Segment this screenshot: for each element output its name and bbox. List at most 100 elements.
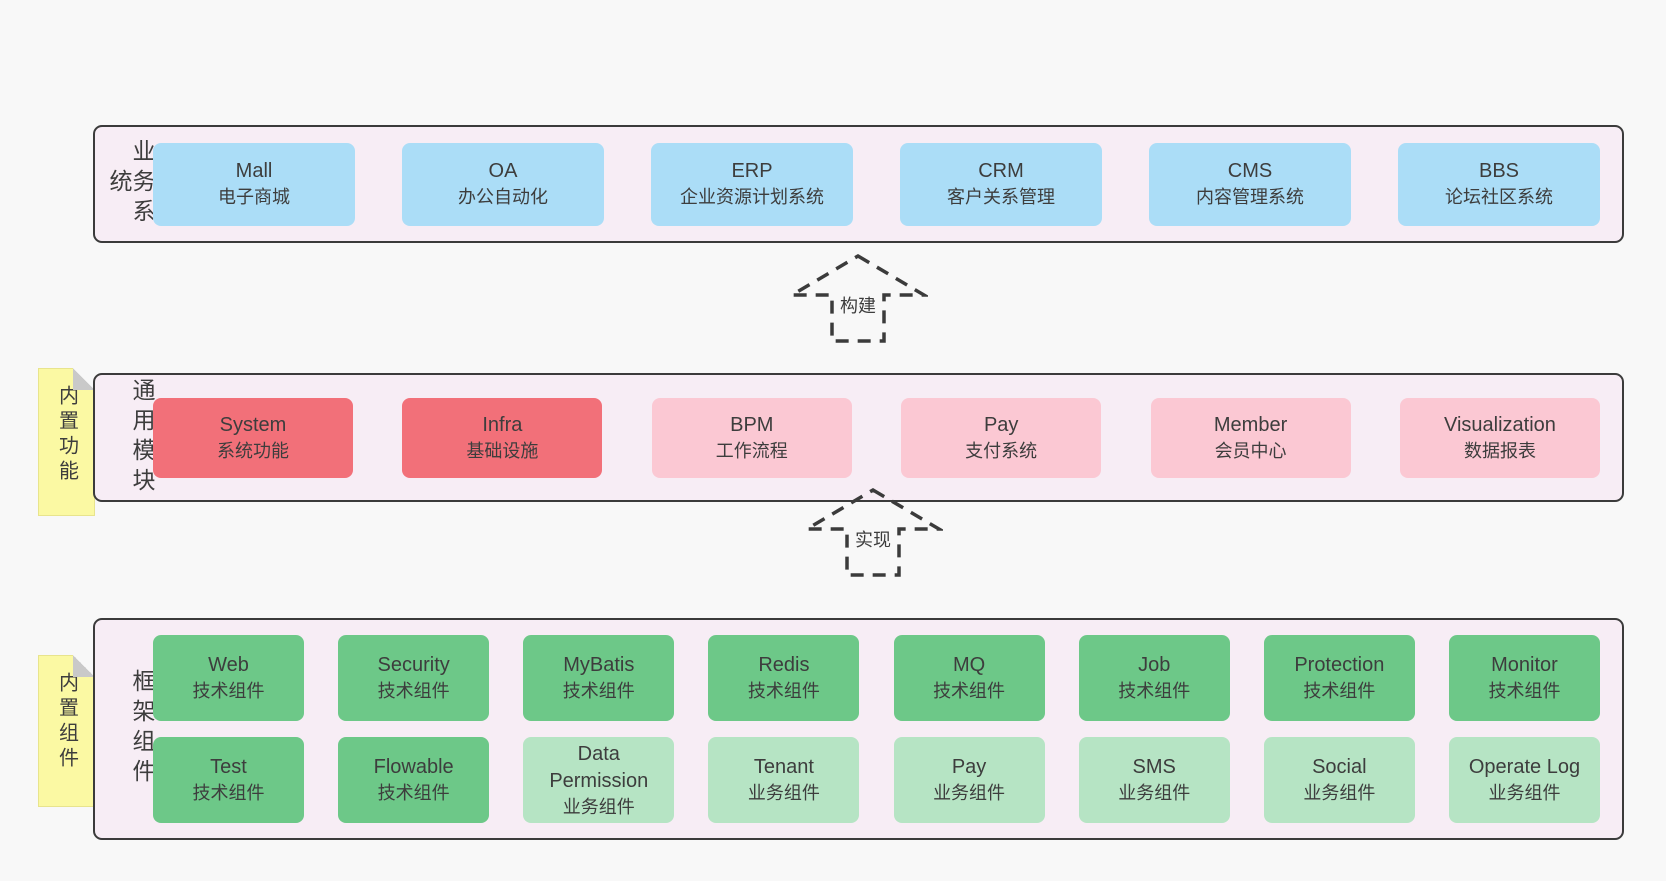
diagram-box-redis: Redis 技术组件	[708, 635, 860, 721]
box-subtitle: 企业资源计划系统	[680, 187, 824, 208]
diagram-box-crm: CRM 客户关系管理	[900, 142, 1102, 226]
band-label-common-modules: 通用模块	[129, 377, 155, 498]
diagram-box-erp: ERP 企业资源计划系统	[651, 142, 853, 226]
box-title: Security	[377, 654, 450, 677]
diagram-box-job: Job 技术组件	[1078, 635, 1230, 721]
box-subtitle: 电子商城	[218, 187, 290, 208]
box-title: System	[219, 413, 287, 436]
box-title: Pay	[983, 413, 1019, 436]
band-common-modules: 通用模块 System 系统功能 Infra 基础设施 BPM 工作流程 Pay 支付系统 Me…	[93, 373, 1624, 502]
box-title: Monitor	[1491, 654, 1558, 677]
box-subtitle: 会员中心	[1214, 440, 1287, 461]
box-subtitle: 业务组件	[1488, 783, 1561, 804]
box-title: Job	[1138, 654, 1171, 677]
box-title: Pay	[951, 756, 987, 779]
box-title: Tenant	[753, 756, 814, 779]
band-label-framework-components: 框架组件	[129, 669, 155, 789]
folded-corner-icon	[73, 368, 95, 390]
diagram-box-member: Member 会员中心	[1150, 397, 1351, 478]
sticky-note-built-in-components: 内置组件	[38, 655, 95, 807]
box-subtitle: 论坛社区系统	[1445, 187, 1553, 208]
box-subtitle: 技术组件	[562, 681, 635, 702]
diagram-box-system: System 系统功能	[153, 397, 353, 478]
box-subtitle: 办公自动化	[458, 187, 548, 208]
box-subtitle: 业务组件	[1303, 783, 1376, 804]
arrow-build: 构建	[788, 253, 928, 345]
box-title: Member	[1213, 413, 1288, 436]
band-label-business-systems: 业务系统	[106, 139, 155, 229]
box-title: Protection	[1294, 654, 1385, 677]
box-title: Data Permission	[549, 742, 649, 792]
diagram-box-monitor: Monitor 技术组件	[1448, 635, 1600, 721]
sticky-note-text: 内置功能	[55, 385, 78, 485]
diagram-box-mybatis: MyBatis 技术组件	[523, 635, 675, 721]
box-subtitle: 支付系统	[965, 440, 1038, 461]
box-subtitle: 基础设施	[466, 440, 539, 461]
diagram-box-infra: Infra 基础设施	[402, 397, 603, 478]
diagram-box-data-permission: Data Permission 业务组件	[523, 737, 675, 823]
box-title: MyBatis	[563, 654, 635, 677]
box-subtitle: 业务组件	[562, 796, 635, 817]
sticky-note-built-in-features: 内置功能	[38, 368, 95, 516]
box-title: Web	[208, 654, 249, 677]
box-title: SMS	[1132, 756, 1176, 779]
box-row: System 系统功能 Infra 基础设施 BPM 工作流程 Pay 支付系统 Member 会…	[153, 397, 1600, 478]
box-subtitle: 技术组件	[377, 783, 450, 804]
box-subtitle: 技术组件	[377, 681, 450, 702]
diagram-box-operate-log: Operate Log 业务组件	[1448, 737, 1600, 823]
arrow-build-label: 构建	[836, 291, 880, 319]
box-subtitle: 技术组件	[1118, 681, 1191, 702]
diagram-box-sms: SMS 业务组件	[1078, 737, 1230, 823]
diagram-box-protection: Protection 技术组件	[1263, 635, 1415, 721]
folded-corner-icon	[73, 655, 95, 677]
box-title: Redis	[758, 654, 810, 677]
box-title: ERP	[731, 160, 773, 183]
diagram-box-mq: MQ 技术组件	[893, 635, 1045, 721]
box-title: Social	[1312, 756, 1367, 779]
diagram-box-tenant: Tenant 业务组件	[708, 737, 860, 823]
box-title: CMS	[1227, 160, 1273, 183]
box-title: BPM	[730, 413, 774, 436]
diagram-box-bbs: BBS 论坛社区系统	[1398, 142, 1600, 226]
box-title: Infra	[482, 413, 523, 436]
box-subtitle: 技术组件	[747, 681, 820, 702]
box-subtitle: 业务组件	[747, 783, 820, 804]
box-subtitle: 系统功能	[217, 440, 289, 461]
box-subtitle: 技术组件	[192, 783, 265, 804]
diagram-box-oa: OA 办公自动化	[402, 142, 604, 226]
diagram-box-mall: Mall 电子商城	[153, 142, 355, 226]
box-title: MQ	[952, 654, 986, 677]
box-subtitle: 内容管理系统	[1196, 187, 1304, 208]
dashed-up-arrow-icon	[803, 487, 943, 577]
box-subtitle: 工作流程	[715, 440, 788, 461]
box-title: BBS	[1478, 160, 1520, 183]
box-title: Operate Log	[1468, 756, 1581, 779]
box-row: Mall 电子商城 OA 办公自动化 ERP 企业资源计划系统 CRM 客户关系管理 CMS 内容…	[153, 142, 1600, 226]
diagram-box-security: Security 技术组件	[338, 635, 490, 721]
box-subtitle: 数据报表	[1463, 440, 1536, 461]
arrow-implement-label: 实现	[851, 525, 895, 553]
box-title: OA	[488, 160, 518, 183]
box-title: Mall	[235, 160, 273, 183]
diagram-box-pay: Pay 支付系统	[901, 397, 1102, 478]
dashed-up-arrow-icon	[788, 253, 928, 343]
box-subtitle: 技术组件	[933, 681, 1006, 702]
box-title: Flowable	[373, 756, 454, 779]
diagram-box-flowable: Flowable 技术组件	[338, 737, 490, 823]
diagram-box-cms: CMS 内容管理系统	[1149, 142, 1351, 226]
box-subtitle: 技术组件	[1488, 681, 1561, 702]
box-subtitle: 业务组件	[1118, 783, 1191, 804]
box-subtitle: 技术组件	[1303, 681, 1376, 702]
box-title: CRM	[978, 160, 1024, 183]
box-subtitle: 客户关系管理	[947, 187, 1055, 208]
band-content: System 系统功能 Infra 基础设施 BPM 工作流程 Pay 支付系统 Member 会…	[153, 397, 1622, 478]
diagram-box-bpm: BPM 工作流程	[651, 397, 852, 478]
